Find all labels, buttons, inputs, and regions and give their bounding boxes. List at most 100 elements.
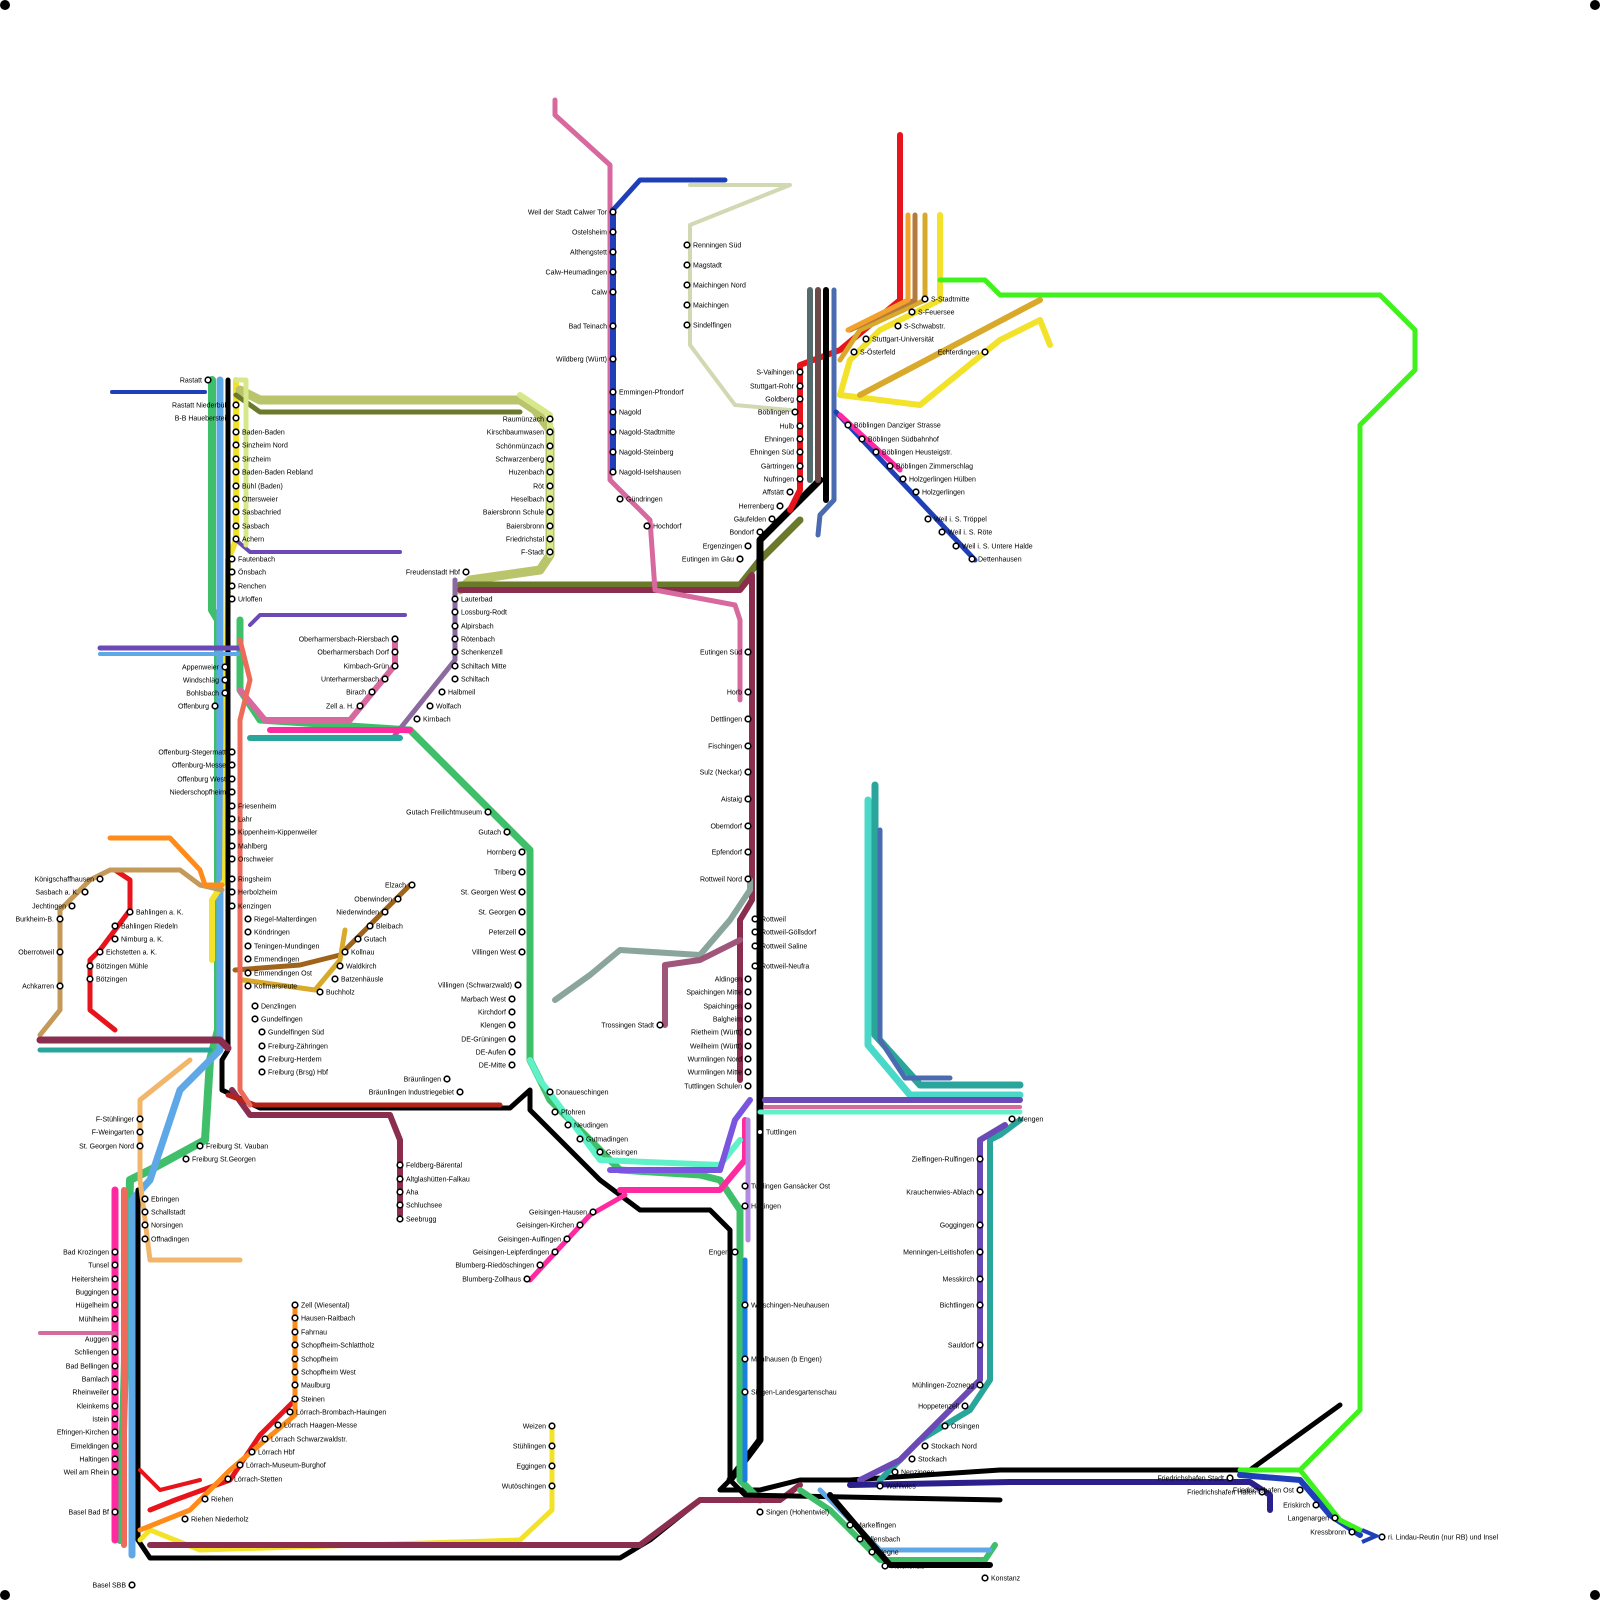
station-nimburg-marker [112, 936, 118, 942]
station-villingen-west-marker [519, 949, 525, 955]
station-label-urloffen: Urloffen [238, 597, 262, 604]
station-boeblingen-zimmerschlag-marker [887, 463, 893, 469]
station-label-lauterbad: Lauterbad [461, 597, 493, 604]
station-label-boeblingen-danziger: Böblingen Danziger Strasse [854, 423, 941, 430]
station-label-zielfingen-rulfingen: Zielfingen-Rulfingen [912, 1157, 974, 1164]
station-niederschopfheim-marker [229, 789, 235, 795]
station-label-s-stadtmitte: S-Stadtmitte [931, 297, 970, 304]
station-label-balgheim: Balgheim [713, 1017, 742, 1024]
station-de-aufen-marker [509, 1049, 515, 1055]
station-label-zell-ah: Zell a. H. [326, 704, 354, 711]
station-label-sauldorf: Sauldorf [948, 1343, 974, 1350]
station-s-stadtmitte-marker [922, 296, 928, 302]
station-stuttgart-universitaet-marker [863, 336, 869, 342]
station-offnadingen-marker [142, 1236, 148, 1242]
station-label-tunsel: Tunsel [88, 1263, 109, 1270]
station-koendringen-marker [245, 929, 251, 935]
station-st-georgen-west-marker [519, 889, 525, 895]
station-wutoeschingen-marker [549, 1483, 555, 1489]
station-eichstetten-marker [97, 949, 103, 955]
station-orsingen-marker [942, 1423, 948, 1429]
station-label-geisingen-hausen: Geisingen-Hausen [529, 1210, 587, 1217]
station-label-peterzell: Peterzell [489, 930, 517, 937]
station-schopfheim-marker [292, 1356, 298, 1362]
station-label-f-stuehlinger: F-Stühlinger [96, 1117, 135, 1124]
station-label-engen: Engen [709, 1250, 729, 1257]
station-eggingen-marker [549, 1463, 555, 1469]
station-label-steinen: Steinen [301, 1397, 325, 1404]
station-label-wolfach: Wolfach [436, 704, 461, 711]
station-eriskirch-marker [1313, 1502, 1319, 1508]
station-label-welschingen: Welschingen-Neuhausen [751, 1303, 829, 1310]
station-label-schenkenzell: Schenkenzell [461, 650, 503, 657]
station-label-waldkirch: Waldkirch [346, 964, 377, 971]
station-kirnbach-marker [414, 716, 420, 722]
station-label-pfohren: Pfohren [561, 1110, 586, 1117]
station-zell-ah-marker [357, 703, 363, 709]
station-label-s-oesterfeld: S-Österfeld [860, 349, 896, 357]
station-fahrnau-marker [292, 1329, 298, 1335]
station-huegelheim-marker [112, 1302, 118, 1308]
station-label-roetenbach: Rötenbach [461, 637, 495, 644]
station-bondorf-marker [757, 529, 763, 535]
station-label-rastatt-niederbuehl: Rastatt Niederbühl [172, 403, 230, 410]
station-weil-roete-marker [939, 529, 945, 535]
station-label-nagold-steinberg: Nagold-Steinberg [619, 450, 674, 457]
station-gaertringen-marker [797, 463, 803, 469]
station-label-tuttlingen-schulen: Tuttlingen Schulen [684, 1084, 742, 1091]
station-label-stuttgart-universitaet: Stuttgart-Universität [872, 337, 934, 344]
station-label-bahlingen-ak: Bahlingen a. K. [136, 910, 184, 917]
station-label-koendringen: Köndringen [254, 930, 290, 937]
station-label-boetzingen-muehle: Bötzingen Mühle [96, 964, 148, 971]
station-label-rottweil-nord: Rottweil Nord [700, 877, 742, 884]
station-label-bad-teinach: Bad Teinach [569, 324, 608, 331]
station-label-offenburg-messe: Offenburg-Messe [172, 763, 226, 770]
station-emmendingen-ost-marker [245, 970, 251, 976]
route-hoellental-red [240, 640, 250, 1105]
station-kippenheim-marker [229, 829, 235, 835]
station-altglashuetten-marker [397, 1176, 403, 1182]
station-label-klengen: Klengen [480, 1023, 506, 1030]
station-label-menningen: Menningen-Leitishofen [903, 1250, 974, 1257]
station-label-marbach-west: Marbach West [461, 997, 506, 1004]
station-label-auggen: Auggen [85, 1337, 109, 1344]
station-label-ringsheim: Ringsheim [238, 877, 271, 884]
station-stockach-marker [909, 1456, 915, 1462]
station-geisingen-kirchen-marker [577, 1222, 583, 1228]
station-label-hornberg: Hornberg [487, 850, 516, 857]
station-eutingen-im-gaeu-marker [737, 556, 743, 562]
station-label-rietheim: Rietheim (Württ) [691, 1030, 742, 1037]
station-guendringen-marker [617, 496, 623, 502]
station-bamlach-marker [112, 1376, 118, 1382]
station-label-sasbach-ak: Sasbach a. K. [35, 890, 79, 897]
station-label-rheinweiler: Rheinweiler [72, 1390, 109, 1397]
route-mengen-purple [860, 1125, 1005, 1480]
station-label-maulburg: Maulburg [301, 1383, 330, 1390]
station-label-elzach: Elzach [385, 883, 406, 890]
station-eimeldingen-marker [112, 1443, 118, 1449]
station-label-kressbronn: Kressbronn [1310, 1530, 1346, 1537]
station-label-bohlsbach: Bohlsbach [186, 691, 219, 698]
station-stops [57, 209, 1385, 1588]
station-label-singen: Singen (Hohentwiel) [766, 1510, 829, 1517]
station-label-ehningen: Ehningen [764, 437, 794, 444]
station-label-oberrotweil: Oberrotweil [18, 950, 54, 957]
station-label-loerrach-museum: Lörrach-Museum-Burghof [246, 1463, 326, 1470]
station-s-feuersee-marker [909, 309, 915, 315]
station-blumberg-riedoeschingen-marker [537, 1262, 543, 1268]
station-label-appenweier: Appenweier [182, 665, 220, 672]
station-label-schwarzenberg: Schwarzenberg [495, 457, 544, 464]
station-label-calw: Calw [591, 290, 608, 297]
station-label-neudingen: Neudingen [574, 1123, 608, 1130]
station-calw-heumaden-marker [610, 269, 616, 275]
station-label-sindelfingen: Sindelfingen [693, 323, 732, 330]
lindau-arrow-icon [1362, 1530, 1376, 1542]
station-label-schopfheim: Schopfheim [301, 1357, 338, 1364]
station-label-eutingen-sued: Eutingen Süd [700, 650, 742, 657]
station-label-raumuenzach: Raumünzach [503, 417, 544, 424]
station-muellheim-marker [112, 1316, 118, 1322]
station-ringsheim-marker [229, 876, 235, 882]
station-renchen-marker [229, 583, 235, 589]
station-label-friesenheim: Friesenheim [238, 804, 277, 811]
